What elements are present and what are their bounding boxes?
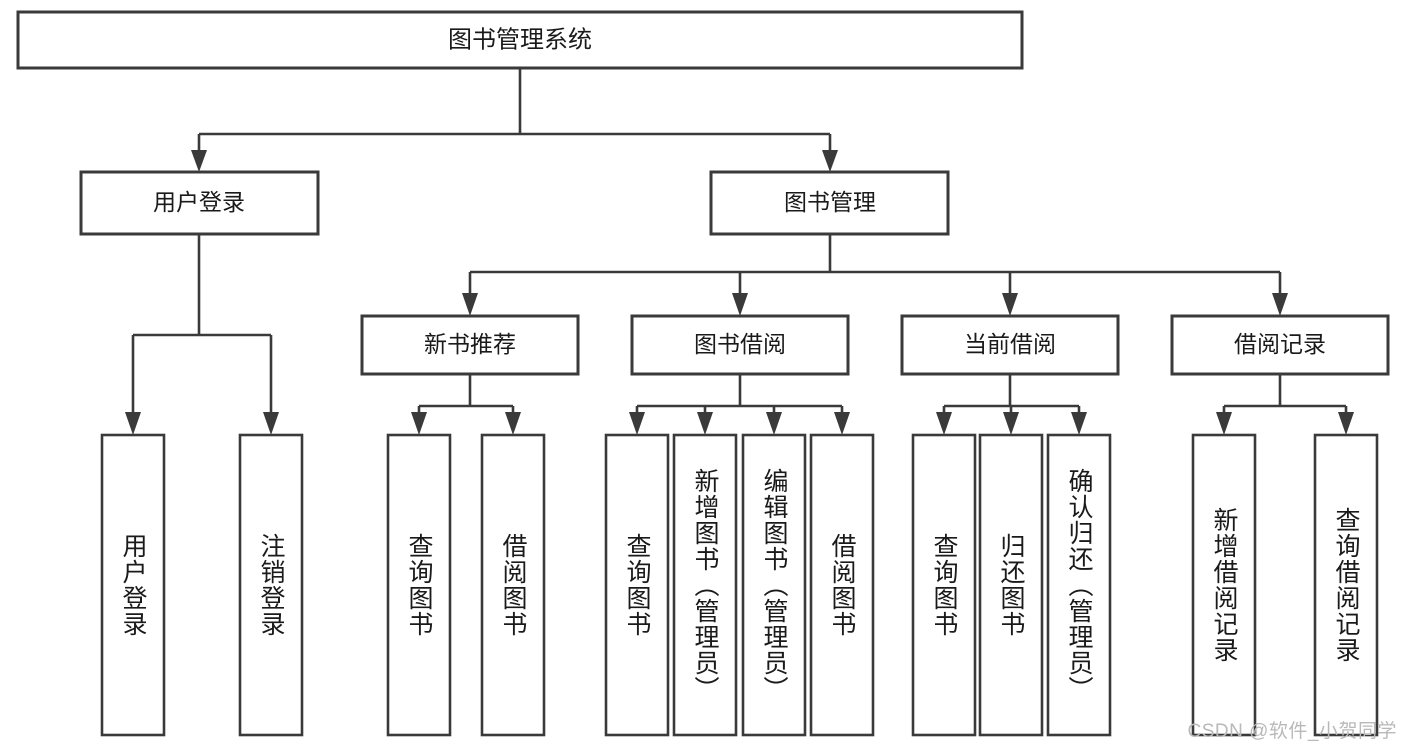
node-book-manage-box[interactable] <box>709 170 950 236</box>
arrowhead-leaf-edit-book <box>766 412 782 435</box>
node-borrow-record[interactable]: 借阅记录 <box>1170 314 1390 376</box>
node-root-label: 图书管理系统 <box>448 26 592 53</box>
node-borrow-record-box[interactable] <box>1170 314 1390 376</box>
node-current-borrow-box[interactable] <box>900 314 1120 376</box>
arrowhead-leaf-add-record <box>1216 412 1232 435</box>
arrowhead-leaf-confirm-return <box>1071 412 1087 435</box>
node-leaf-query-record-box[interactable] <box>1313 433 1379 737</box>
node-leaf-confirm-return-box[interactable] <box>1046 433 1112 737</box>
arrowhead-leaf-query-book-2 <box>629 412 645 435</box>
node-new-book-recommend-box[interactable] <box>360 314 580 376</box>
node-leaf-borrow-book-1-box[interactable] <box>480 433 546 737</box>
node-book-manage[interactable]: 图书管理 <box>709 170 950 236</box>
node-leaf-query-book-2-box[interactable] <box>604 433 670 737</box>
arrowhead-leaf-add-book <box>697 412 713 435</box>
node-root[interactable]: 图书管理系统 <box>16 10 1024 70</box>
arrowhead-leaf-query-book-3 <box>936 412 952 435</box>
node-current-borrow-label: 当前借阅 <box>964 331 1056 357</box>
node-leaf-add-record-box[interactable] <box>1191 433 1257 737</box>
node-new-book-recommend-label: 新书推荐 <box>424 331 516 357</box>
node-user-login-box[interactable] <box>79 170 320 236</box>
node-user-login-label: 用户登录 <box>153 189 245 215</box>
node-book-borrow[interactable]: 图书借阅 <box>630 314 850 376</box>
arrowhead-current-borrow <box>1002 293 1018 316</box>
arrowhead-new-book-recommend <box>462 293 478 316</box>
arrowhead-book-manage <box>822 150 838 172</box>
arrowhead-book-borrow <box>732 293 748 316</box>
arrowhead-leaf-borrow-book-1 <box>505 412 521 435</box>
arrowhead-leaf-borrow-book-2 <box>834 412 850 435</box>
arrowhead-user-login <box>191 150 207 172</box>
csdn-watermark: CSDN @软件_小贺同学 <box>1187 721 1397 742</box>
node-leaf-add-book-box[interactable] <box>672 433 738 737</box>
arrowhead-leaf-query-record <box>1338 412 1354 435</box>
node-leaf-query-book-1-box[interactable] <box>386 433 452 737</box>
arrowhead-leaf-user-login <box>125 412 141 435</box>
node-user-login[interactable]: 用户登录 <box>79 170 320 236</box>
arrowhead-leaf-return-book <box>1003 412 1019 435</box>
node-root-box[interactable] <box>16 10 1024 70</box>
node-new-book-recommend[interactable]: 新书推荐 <box>360 314 580 376</box>
node-leaf-return-book-box[interactable] <box>978 433 1044 737</box>
node-borrow-record-label: 借阅记录 <box>1234 331 1326 357</box>
node-book-borrow-label: 图书借阅 <box>694 331 786 357</box>
node-leaf-user-logout-box[interactable] <box>238 433 304 737</box>
node-leaf-edit-book-box[interactable] <box>741 433 807 737</box>
node-current-borrow[interactable]: 当前借阅 <box>900 314 1120 376</box>
arrowhead-leaf-user-logout <box>263 412 279 435</box>
node-book-manage-label: 图书管理 <box>784 189 876 215</box>
node-book-borrow-box[interactable] <box>630 314 850 376</box>
arrowhead-borrow-record <box>1272 293 1288 316</box>
node-leaf-borrow-book-2-box[interactable] <box>809 433 875 737</box>
arrowhead-leaf-query-book-1 <box>411 412 427 435</box>
node-leaf-query-book-3-box[interactable] <box>911 433 977 737</box>
node-leaf-user-login-box[interactable] <box>100 433 166 737</box>
connector-layer <box>125 68 1354 435</box>
node-layer: 图书管理系统 用户登录 图书管理 新书推荐 图书借阅 当前 <box>16 10 1390 737</box>
